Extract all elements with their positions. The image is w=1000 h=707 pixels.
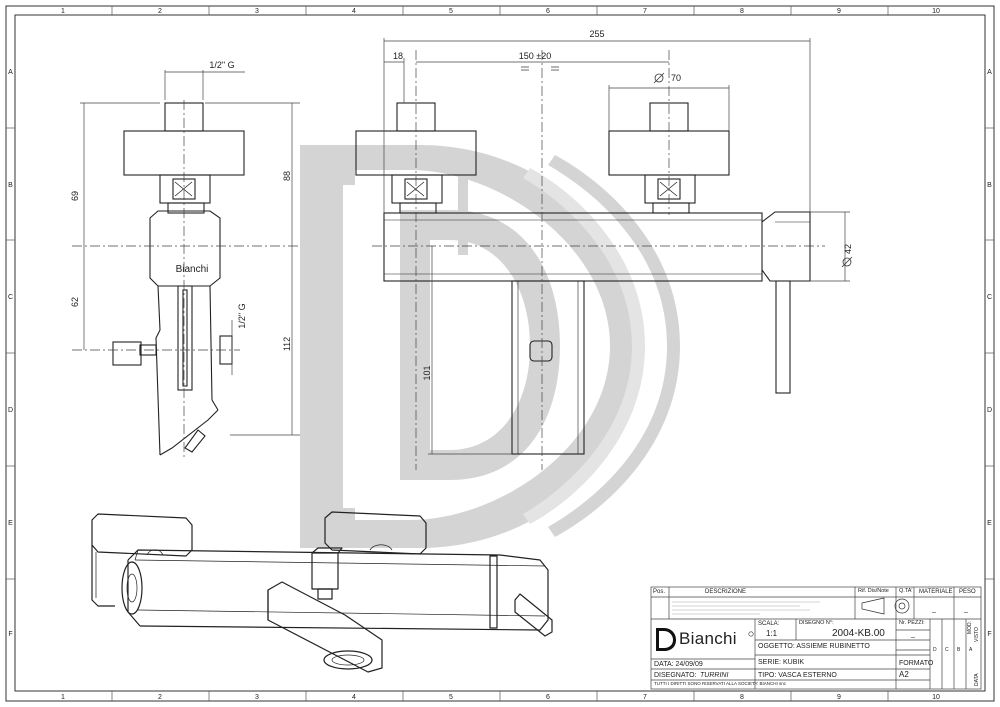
title-tipo: TIPO: VASCA ESTERNO (758, 672, 837, 679)
bianchi-logo-icon (656, 628, 676, 651)
row-letter-f: F (987, 631, 991, 638)
title-data: DATA: 24/09/09 (654, 661, 703, 668)
row-letter-a: A (987, 69, 992, 76)
title-brand-name: Bianchi (679, 629, 737, 648)
dim-side-right-thread: 1/2" G (237, 303, 247, 328)
row-letter-f: F (8, 631, 12, 638)
title-qta-label: Q.TA' (899, 588, 913, 594)
title-pos-label: Pos. (653, 589, 666, 595)
rev-letter-c: C (945, 647, 949, 653)
front-150-tick-marks (521, 66, 559, 71)
col-num-1: 1 (61, 8, 65, 15)
diameter-symbol-70 (653, 72, 665, 84)
title-disegno-label: DISEGNO N°: (799, 620, 834, 626)
col-num-3: 3 (255, 694, 259, 701)
dim-side-69: 69 (70, 191, 80, 201)
col-num-4: 4 (352, 694, 356, 701)
title-npezzi-value: _ (911, 631, 915, 638)
frame-ticks (6, 6, 994, 701)
title-rif-label: Rif. Dis/Note (858, 588, 889, 594)
col-num-2: 2 (158, 694, 162, 701)
dim-front-dia70: 70 (671, 73, 681, 83)
row-letter-c: C (987, 294, 992, 301)
dim-side-88: 88 (282, 171, 292, 181)
title-disegnato-label: DISEGNATO: (654, 672, 697, 679)
col-num-7: 7 (643, 8, 647, 15)
row-letter-b: B (8, 182, 13, 189)
row-letter-b: B (987, 182, 992, 189)
title-disegnato-value: TURRINI (700, 672, 729, 679)
side-dimension-lines (72, 70, 300, 460)
dim-front-18: 18 (393, 51, 403, 61)
col-num-5: 5 (449, 8, 453, 15)
isometric-view (91, 511, 553, 673)
disclaimer-lines (672, 601, 820, 615)
title-oggetto: OGGETTO: ASSIEME RUBINETTO (758, 643, 870, 650)
side-view (112, 102, 245, 456)
title-block-grid (650, 586, 982, 690)
title-peso-label: PESO (959, 589, 976, 595)
dim-front-150: 150 ±20 (519, 51, 551, 61)
row-letter-e: E (8, 520, 13, 527)
title-serie-label: SERIE: (758, 659, 781, 666)
row-letter-d: D (8, 407, 13, 414)
col-num-9: 9 (837, 694, 841, 701)
col-num-10: 10 (932, 8, 940, 15)
rev-col-data: DATA (974, 673, 980, 686)
col-num-6: 6 (546, 8, 550, 15)
row-letter-d: D (987, 407, 992, 414)
rev-col-visto: VISTO (974, 627, 980, 642)
col-num-6: 6 (546, 694, 550, 701)
col-num-7: 7 (643, 694, 647, 701)
title-rights: TUTTI I DIRITTI SONO RISERVATI ALLA SOCI… (654, 681, 787, 686)
title-materiale-value: _ (932, 606, 936, 613)
rev-letter-b: B (957, 647, 961, 653)
rev-letter-d: D (933, 647, 937, 653)
registered-icon (748, 631, 754, 637)
title-peso-value: _ (964, 606, 968, 613)
rev-letter-a: A (969, 647, 973, 653)
dim-side-62: 62 (70, 297, 80, 307)
watermark-logo (300, 145, 680, 548)
dim-front-dia42: 42 (843, 244, 853, 254)
front-dimension-lines (372, 38, 850, 470)
title-scala-value: 1:1 (766, 629, 778, 638)
dim-front-101: 101 (422, 365, 432, 380)
dim-side-112: 112 (282, 337, 292, 351)
col-num-8: 8 (740, 8, 744, 15)
title-materiale-label: MATERIALE (919, 589, 953, 595)
row-letter-c: C (8, 294, 13, 301)
row-letter-a: A (8, 69, 13, 76)
dim-front-255: 255 (589, 29, 604, 39)
col-num-9: 9 (837, 8, 841, 15)
rev-col-mod: MOD. (967, 620, 973, 634)
title-serie-value: KUBIK (783, 659, 805, 666)
col-num-3: 3 (255, 8, 259, 15)
col-num-10: 10 (932, 694, 940, 701)
title-scala-label: SCALA: (758, 621, 780, 627)
row-letter-e: E (987, 520, 992, 527)
front-view (355, 102, 811, 455)
title-disegno-value: 2004-KB.00 (832, 628, 885, 639)
title-descrizione-label: DESCRIZIONE (705, 589, 747, 595)
title-formato-label: FORMATO (899, 660, 934, 667)
col-num-8: 8 (740, 694, 744, 701)
col-num-1: 1 (61, 694, 65, 701)
title-formato-value: A2 (899, 670, 909, 679)
title-npezzi-label: Nr. PEZZI: (899, 620, 925, 626)
dim-side-top-thread: 1/2" G (209, 60, 234, 70)
col-num-4: 4 (352, 8, 356, 15)
col-num-5: 5 (449, 694, 453, 701)
col-num-2: 2 (158, 8, 162, 15)
diameter-symbol-42 (841, 256, 853, 268)
side-view-brand-label: Bianchi (176, 264, 209, 275)
projection-symbol-icon (861, 597, 910, 615)
